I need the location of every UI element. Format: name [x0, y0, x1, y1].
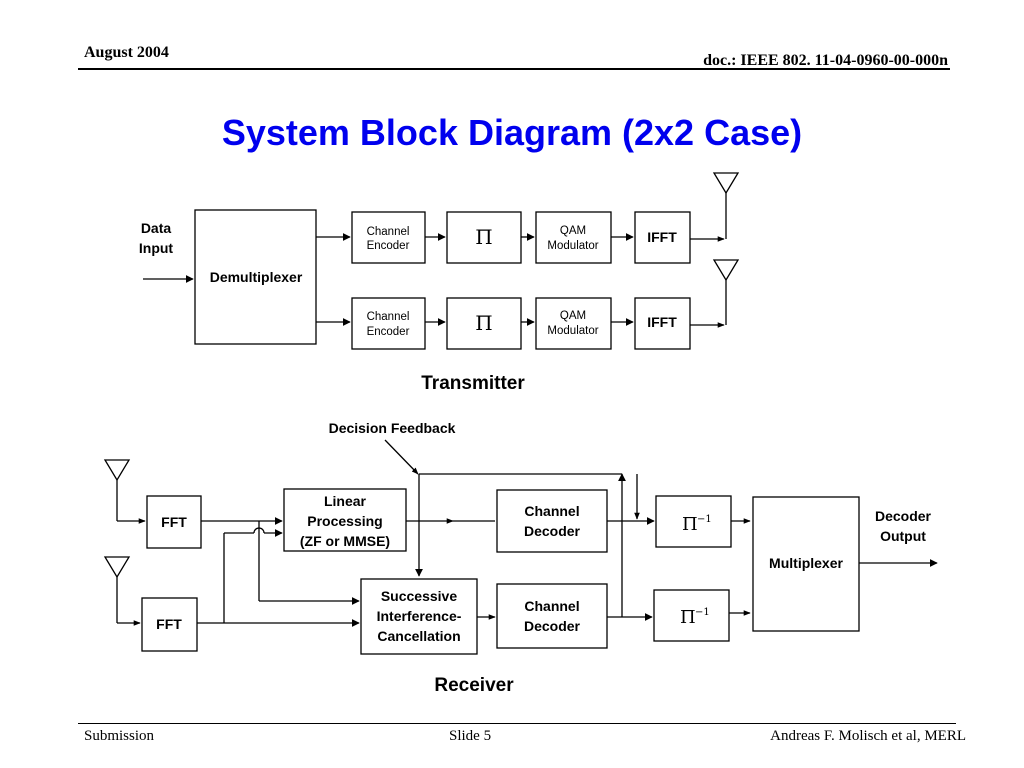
linear-processing-label-3: (ZF or MMSE): [300, 533, 390, 549]
data-input-label-2: Input: [139, 240, 174, 256]
rx-antenna-1-icon: [103, 459, 131, 482]
tx-antenna-2-icon: [712, 259, 740, 282]
channel-decoder-2-block: [496, 583, 608, 649]
channel-encoder-2-block: [351, 297, 426, 350]
qam-modulator-1-label-2: Modulator: [547, 240, 598, 252]
sic-label: Successive: [381, 588, 457, 604]
sic-label-3: Cancellation: [377, 628, 460, 644]
channel-decoder-1-block: [496, 489, 608, 553]
interleaver-1-label: Π: [475, 225, 492, 249]
deinterleaver-1-exponent: −1: [697, 514, 712, 525]
channel-decoder-1-label-2: Decoder: [524, 523, 581, 539]
fft-2-block: [141, 597, 198, 652]
deinterleaver-2-label: Π: [680, 607, 696, 628]
channel-encoder-2-label-2: Encoder: [367, 326, 410, 338]
multiplexer-label: Multiplexer: [769, 555, 843, 571]
linear-processing-block: [283, 488, 407, 552]
footer-rule: [78, 723, 956, 724]
multiplexer-block: [752, 496, 860, 632]
channel-decoder-1-label: Channel: [524, 503, 579, 519]
ifft-1-block: [634, 211, 691, 264]
qam-modulator-1-block: [535, 211, 612, 264]
decoder-output-label: Decoder: [875, 508, 932, 524]
deinterleaver-1-label: Π: [682, 514, 698, 535]
header-rule: [78, 68, 950, 70]
fft-2-label: FFT: [156, 616, 182, 632]
decision-feedback-label: Decision Feedback: [329, 420, 456, 436]
footer-submission: Submission: [84, 728, 155, 744]
qam-modulator-2-block: [535, 297, 612, 350]
qam-modulator-2-label-2: Modulator: [547, 325, 598, 337]
transmitter-section-label: Transmitter: [421, 373, 525, 394]
channel-encoder-1-label-2: Encoder: [367, 240, 410, 252]
tx-antenna-1-icon: [712, 172, 740, 195]
footer-author: Andreas F. Molisch et al, MERL: [770, 728, 966, 744]
demultiplexer-label: Demultiplexer: [210, 269, 303, 285]
header-date: August 2004: [84, 44, 169, 61]
linear-processing-label-2: Processing: [307, 513, 382, 529]
deinterleaver-1-block: [655, 495, 732, 548]
demultiplexer-block: [194, 209, 317, 345]
footer-slide-number: Slide 5: [449, 728, 492, 744]
deinterleaver-2-exponent: −1: [695, 607, 710, 618]
fft-1-label: FFT: [161, 514, 187, 530]
decoder-output-label-2: Output: [880, 528, 926, 544]
sic-label-2: Interference-: [377, 608, 462, 624]
deinterleaver-2-block: [653, 589, 730, 642]
qam-modulator-1-label: QAM: [560, 225, 586, 237]
fft-1-block: [146, 495, 202, 549]
ifft-2-block: [634, 297, 691, 350]
rx-antenna-2-icon: [103, 556, 131, 579]
data-input-label: Data: [141, 220, 172, 236]
channel-decoder-2-label: Channel: [524, 598, 579, 614]
interleaver-2-label: Π: [475, 311, 492, 335]
slide-title: System Block Diagram (2x2 Case): [221, 112, 803, 153]
channel-decoder-2-label-2: Decoder: [524, 618, 581, 634]
channel-encoder-2-label: Channel: [367, 311, 410, 323]
qam-modulator-2-label: QAM: [560, 310, 586, 322]
linear-processing-label: Linear: [324, 493, 367, 509]
ifft-1-label: IFFT: [647, 229, 677, 245]
header-doc-id: doc.: IEEE 802. 11-04-0960-00-000n: [703, 52, 948, 69]
interleaver-2-block: [446, 297, 522, 350]
receiver-section-label: Receiver: [434, 675, 514, 696]
channel-encoder-1-label: Channel: [367, 226, 410, 238]
ifft-2-label: IFFT: [647, 314, 677, 330]
decision-feedback-pointer: [384, 439, 419, 475]
sic-block: [360, 578, 478, 655]
